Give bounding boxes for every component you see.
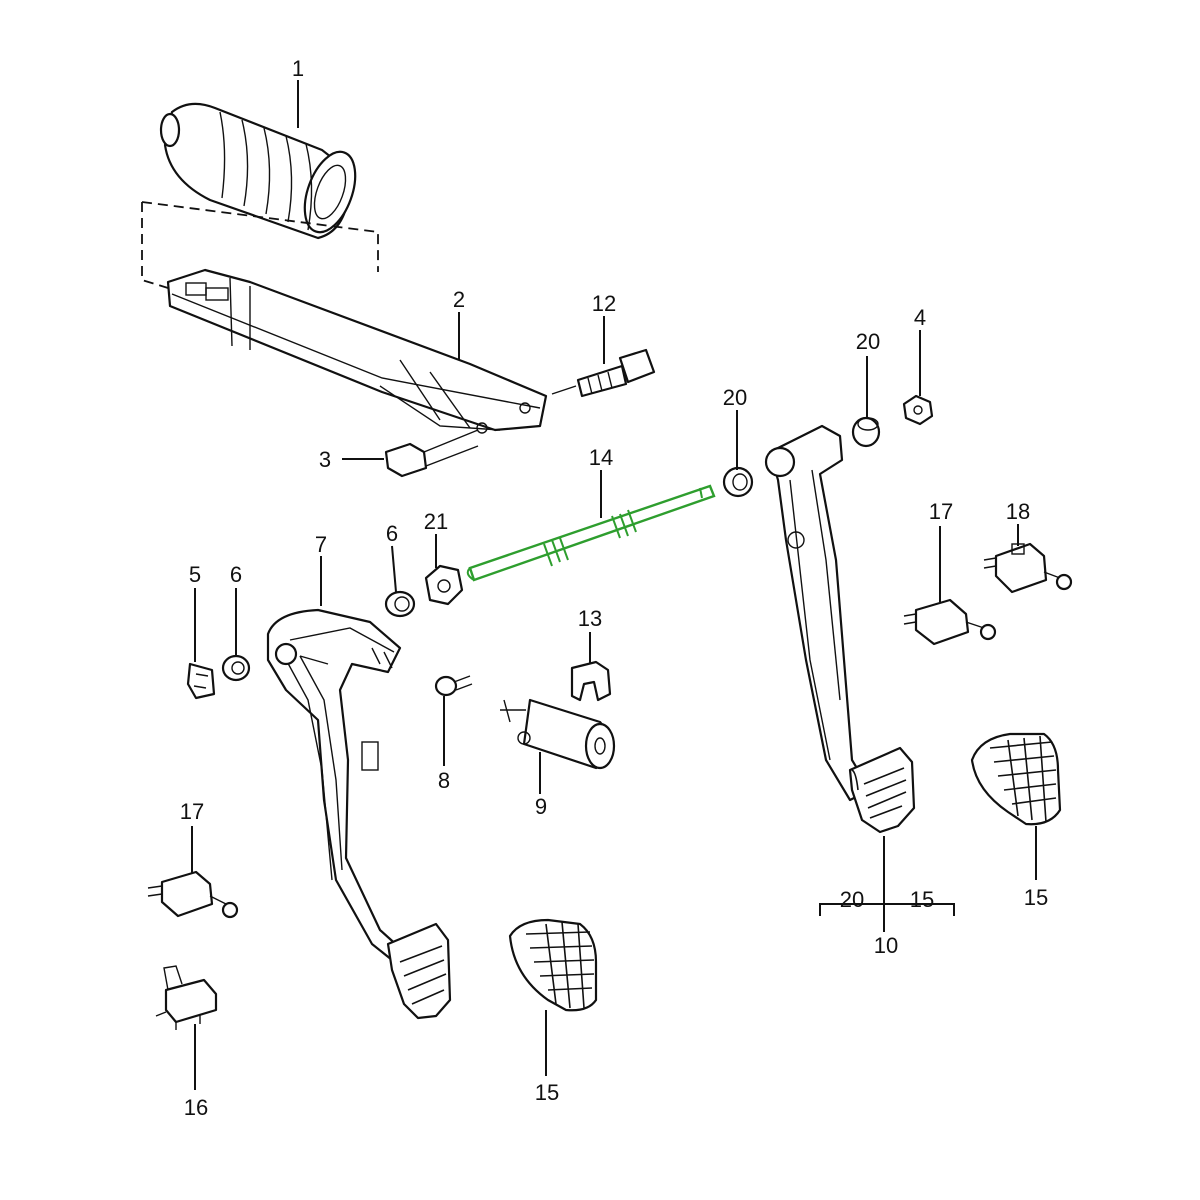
part-13-clip[interactable]	[570, 660, 612, 702]
callout-17-right: 17	[929, 499, 953, 524]
part-7-clutch-pedal[interactable]	[266, 608, 452, 1020]
callout-9: 9	[535, 794, 547, 819]
callout-labels: 1 2 3 4 5 6 6 7 8 9 10 12 13 14 15 15 16…	[180, 56, 1048, 1120]
callout-7: 7	[315, 532, 327, 557]
part-8-pin[interactable]	[434, 675, 473, 697]
part-6-bushing-upper[interactable]	[384, 590, 416, 618]
callout-16: 16	[184, 1095, 208, 1120]
part-9-cylinder[interactable]	[500, 698, 616, 770]
part-15-pad-right[interactable]	[970, 732, 1062, 826]
part-10-brake-pedal[interactable]	[764, 424, 916, 834]
part-4-nut[interactable]	[902, 394, 934, 426]
part-18-switch[interactable]	[983, 542, 1073, 594]
boot-bracket-dashed-right	[141, 201, 379, 272]
callout-18: 18	[1006, 499, 1030, 524]
leader-lines	[191, 80, 1037, 1090]
callout-20-left: 20	[723, 385, 747, 410]
callout-12: 12	[592, 291, 616, 316]
boot-bracket-dashed	[141, 202, 169, 289]
callout-4: 4	[914, 305, 926, 330]
part-1-boot[interactable]	[159, 102, 365, 240]
part-6-bushing-lower[interactable]	[221, 654, 251, 682]
part-17-switch-right[interactable]	[903, 598, 997, 646]
callout-13: 13	[578, 606, 602, 631]
callout-6-lower: 6	[230, 562, 242, 587]
part-20-bushing-left[interactable]	[722, 466, 754, 498]
part-2-bracket[interactable]	[166, 268, 548, 434]
callout-10: 10	[874, 933, 898, 958]
callout-10-sub-15: 15	[910, 887, 934, 912]
callout-14: 14	[589, 445, 613, 470]
part-14-shaft[interactable]	[466, 484, 716, 582]
part-5-clip[interactable]	[186, 662, 216, 700]
callout-10-sub-20: 20	[840, 887, 864, 912]
callout-6-upper: 6	[386, 521, 398, 546]
callout-15-center: 15	[535, 1080, 559, 1105]
callout-1: 1	[292, 56, 304, 81]
part-21-nut[interactable]	[424, 564, 464, 606]
part-12-threaded-pin[interactable]	[551, 348, 656, 398]
callout-17-left: 17	[180, 799, 204, 824]
part-16-micro-switch[interactable]	[155, 965, 218, 1030]
callout-8: 8	[438, 768, 450, 793]
callout-15-right: 15	[1024, 885, 1048, 910]
callout-21: 21	[424, 509, 448, 534]
part-15-pad-center[interactable]	[508, 918, 598, 1012]
callout-20-right: 20	[856, 329, 880, 354]
part-3-bolt[interactable]	[384, 429, 479, 478]
part-17-switch-left[interactable]	[147, 870, 239, 919]
callout-5: 5	[189, 562, 201, 587]
callout-3: 3	[319, 447, 331, 472]
callout-2: 2	[453, 287, 465, 312]
part-20-bushing-right[interactable]	[851, 416, 881, 448]
